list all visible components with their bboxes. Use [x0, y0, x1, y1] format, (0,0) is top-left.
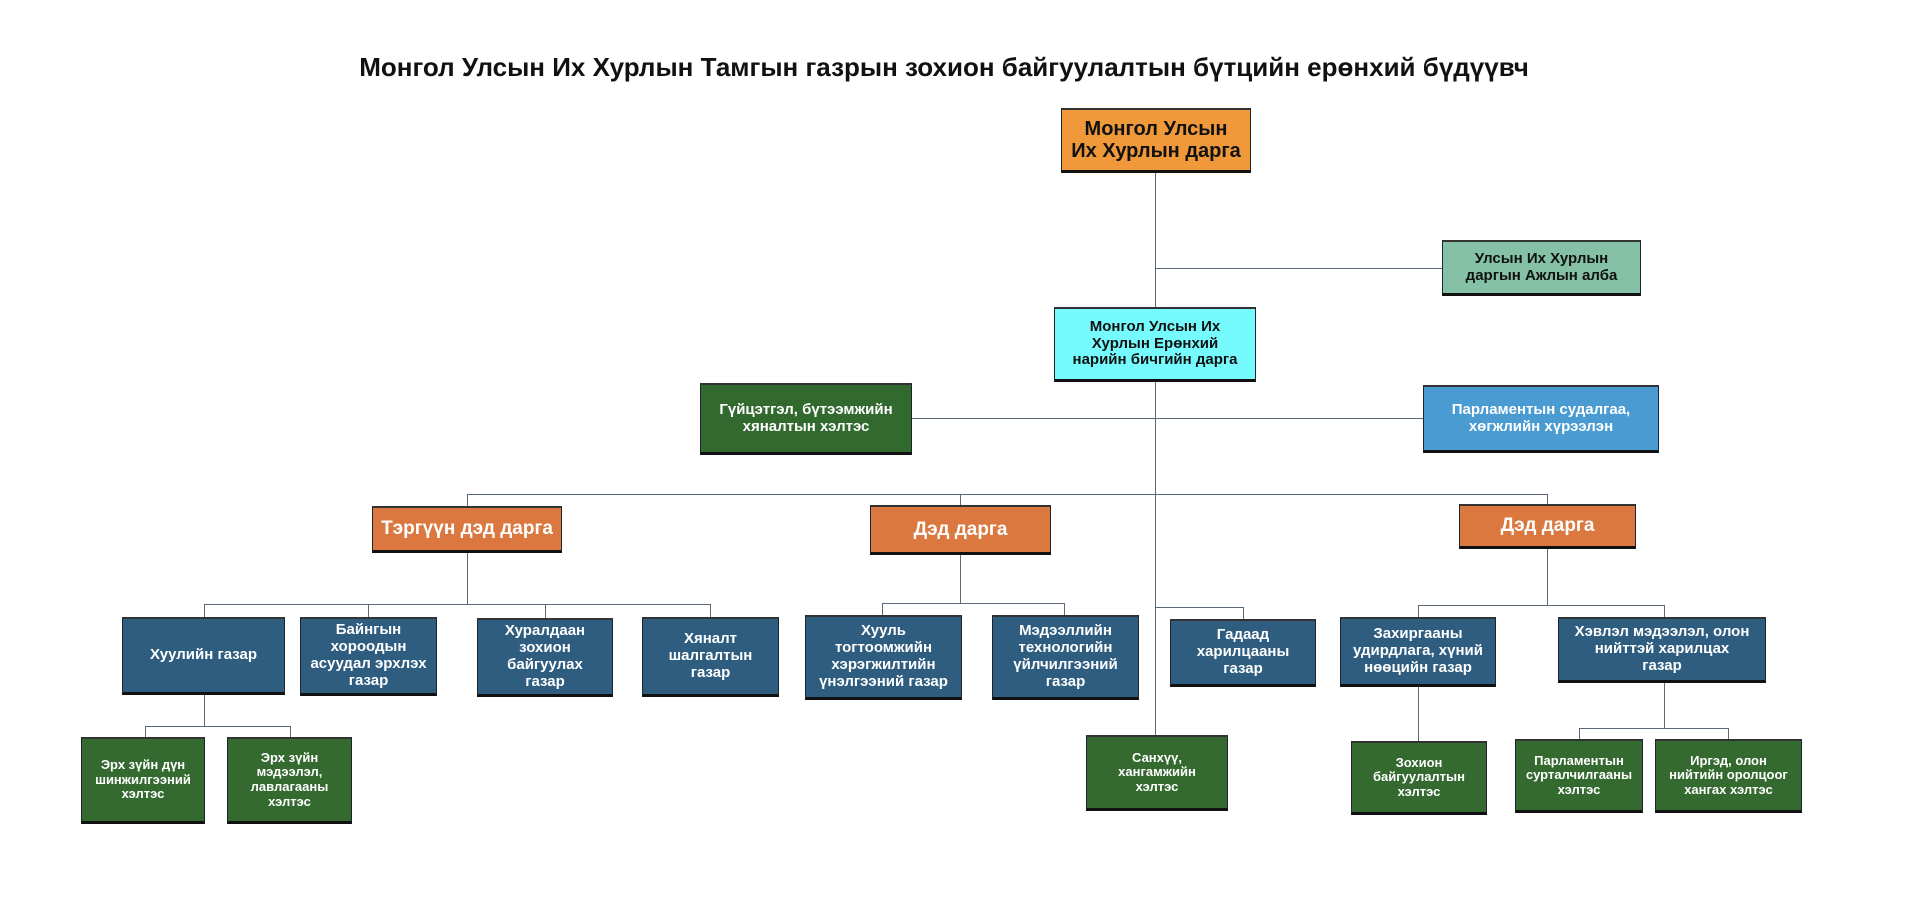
- node-foreign: Гадаад харилцааны газар: [1170, 619, 1316, 687]
- connector: [1579, 728, 1580, 739]
- connector: [145, 726, 290, 727]
- node-finance: Санхүү, хангамжийн хэлтэс: [1086, 735, 1228, 811]
- node-legal-analysis: Эрх зүйн дүн шинжилгээний хэлтэс: [81, 737, 205, 824]
- node-monitoring: Гүйцэтгэл, бүтээмжийн хяналтын хэлтэс: [700, 383, 912, 455]
- connector: [1155, 268, 1442, 269]
- connector: [1547, 494, 1548, 504]
- connector: [368, 604, 369, 617]
- node-law-impact: Хууль тогтоомжийн хэрэгжилтийн үнэлгээни…: [805, 615, 962, 700]
- node-secretary-general: Монгол Улсын Их Хурлын Ерөнхий нарийн би…: [1054, 307, 1256, 382]
- connector: [1243, 607, 1244, 619]
- connector: [1418, 605, 1664, 606]
- connector: [882, 603, 883, 615]
- connector: [145, 726, 146, 737]
- connector: [1155, 607, 1243, 608]
- connector: [467, 553, 468, 604]
- connector: [204, 604, 710, 605]
- node-organization: Зохион байгуулалтын хэлтэс: [1351, 741, 1487, 815]
- node-legal: Хуулийн газар: [122, 617, 285, 695]
- node-deputy-1: Дэд дарга: [870, 505, 1051, 555]
- node-admin-hr: Захиргааны удирдлага, хүний нөөцийн газа…: [1340, 617, 1496, 687]
- connector: [204, 695, 205, 726]
- node-first-deputy: Тэргүүн дэд дарга: [372, 506, 562, 553]
- connector: [912, 418, 1423, 419]
- node-sessions: Хуралдаан зохион байгуулах газар: [477, 618, 613, 697]
- node-legal-info: Эрх зүйн мэдээлэл, лавлагааны хэлтэс: [227, 737, 352, 824]
- chart-title: Монгол Улсын Их Хурлын Тамгын газрын зох…: [359, 52, 1529, 82]
- connector: [467, 494, 468, 506]
- node-oversight: Хяналт шалгалтын газар: [642, 617, 779, 697]
- node-standing-committees: Байнгын хороодын асуудал эрхлэх газар: [300, 617, 437, 696]
- watermark: МОНГОЛ УЛСЫН ИХ ХУРАЛ: [1718, 897, 1905, 913]
- connector: [545, 604, 546, 618]
- connector: [1664, 605, 1665, 617]
- connector: [1418, 687, 1419, 741]
- node-chair: Монгол Улсын Их Хурлын дарга: [1061, 108, 1251, 173]
- connector: [710, 604, 711, 617]
- connector: [1664, 683, 1665, 728]
- connector: [1728, 728, 1729, 739]
- connector: [290, 726, 291, 737]
- connector: [1418, 605, 1419, 617]
- node-research: Парламентын судалгаа, хөгжлийн хүрээлэн: [1423, 385, 1659, 453]
- node-press: Хэвлэл мэдээлэл, олон нийттэй харилцах г…: [1558, 617, 1766, 683]
- connector: [1579, 728, 1728, 729]
- connector: [1064, 603, 1065, 615]
- node-citizen: Иргэд, олон нийтийн оролцоог хангах хэлт…: [1655, 739, 1802, 813]
- connector: [1547, 549, 1548, 605]
- node-chair-office: Улсын Их Хурлын даргын Ажлын алба: [1442, 240, 1641, 296]
- connector: [960, 494, 961, 505]
- connector: [467, 494, 1547, 495]
- connector: [204, 604, 205, 617]
- node-deputy-2: Дэд дарга: [1459, 504, 1636, 549]
- connector: [882, 603, 1064, 604]
- node-parl-education: Парламентын сурталчилгааны хэлтэс: [1515, 739, 1643, 813]
- connector: [960, 555, 961, 603]
- node-it: Мэдээллийн технологийн үйлчилгээний газа…: [992, 615, 1139, 700]
- connector: [1155, 173, 1156, 735]
